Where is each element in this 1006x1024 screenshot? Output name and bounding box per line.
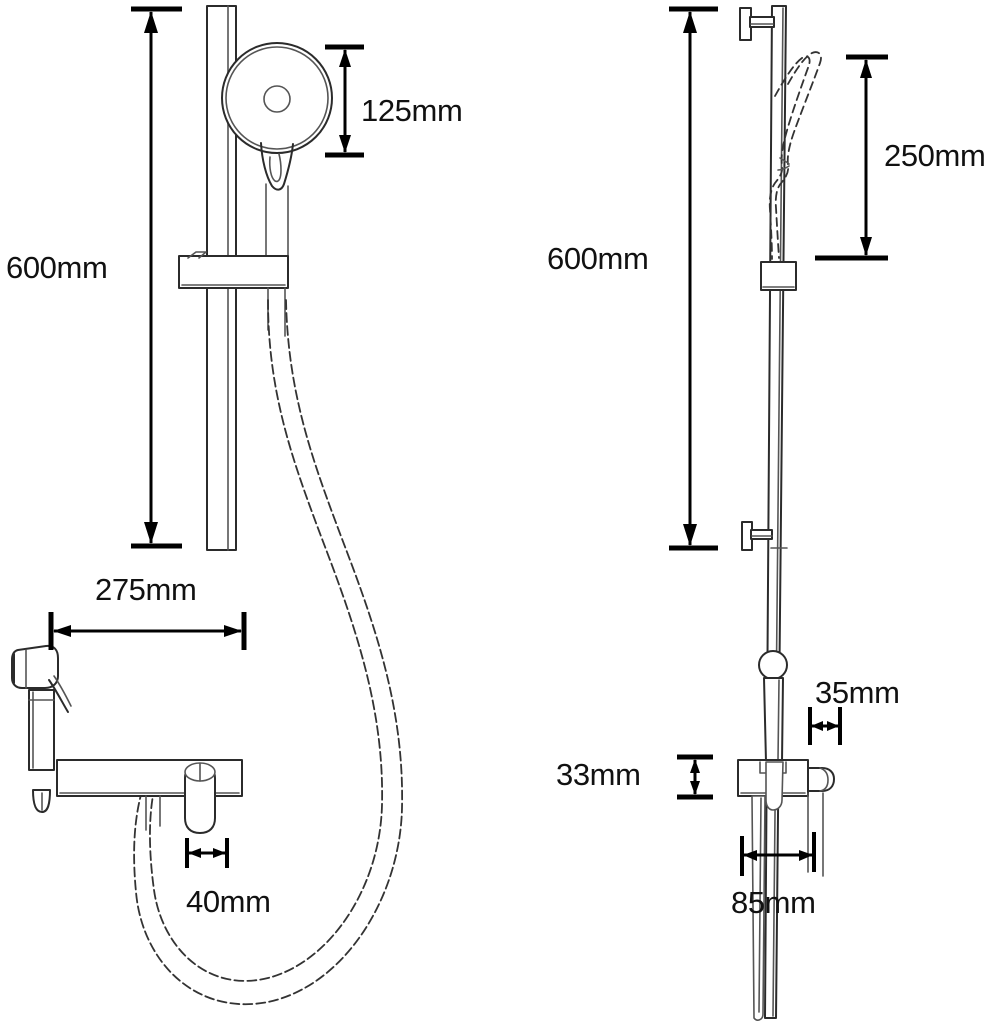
label-handset-length: 250mm xyxy=(884,138,985,173)
label-outlet-depth: 85mm xyxy=(731,885,816,920)
side-slide-rail xyxy=(764,5,787,1019)
side-lower-wall-bracket xyxy=(741,521,788,551)
label-side-rail-height: 600mm xyxy=(547,241,648,276)
front-wall-outlet-assembly xyxy=(11,644,243,834)
side-handset xyxy=(768,51,822,260)
front-shower-head xyxy=(221,42,333,191)
dim-outlet-height: 33mm xyxy=(556,754,713,800)
dim-handle-width: 40mm xyxy=(185,838,271,919)
label-outlet-height: 33mm xyxy=(556,757,641,792)
dim-handset-length: 250mm xyxy=(815,54,986,261)
front-view-group: 600mm 125mm 275mm xyxy=(6,5,463,1005)
label-outlet-projection: 275mm xyxy=(95,572,196,607)
front-hose-stubs xyxy=(267,287,286,337)
label-shower-head-diameter: 125mm xyxy=(361,93,462,128)
side-sliding-holder xyxy=(760,261,797,291)
dim-outlet-depth: 85mm xyxy=(731,832,816,920)
side-view-group: 600mm 250mm 35mm xyxy=(547,5,986,1021)
front-shower-hose xyxy=(133,299,404,1005)
side-upper-wall-bracket xyxy=(739,7,775,41)
front-diverter-valve xyxy=(184,762,216,834)
dim-bracket-offset: 35mm xyxy=(808,675,900,745)
dim-side-rail-height: 600mm xyxy=(547,6,718,551)
dim-outlet-projection: 275mm xyxy=(48,572,247,650)
front-sliding-bracket xyxy=(178,251,289,289)
label-bracket-offset: 35mm xyxy=(815,675,900,710)
side-hose-connector xyxy=(758,650,788,763)
label-handle-width: 40mm xyxy=(186,884,271,919)
side-wall-outlet-assembly xyxy=(737,759,835,877)
dim-shower-head-diameter: 125mm xyxy=(325,44,463,158)
dim-front-rail-height: 600mm xyxy=(6,6,182,549)
front-handset-handle xyxy=(265,183,289,259)
label-front-rail-height: 600mm xyxy=(6,250,107,285)
